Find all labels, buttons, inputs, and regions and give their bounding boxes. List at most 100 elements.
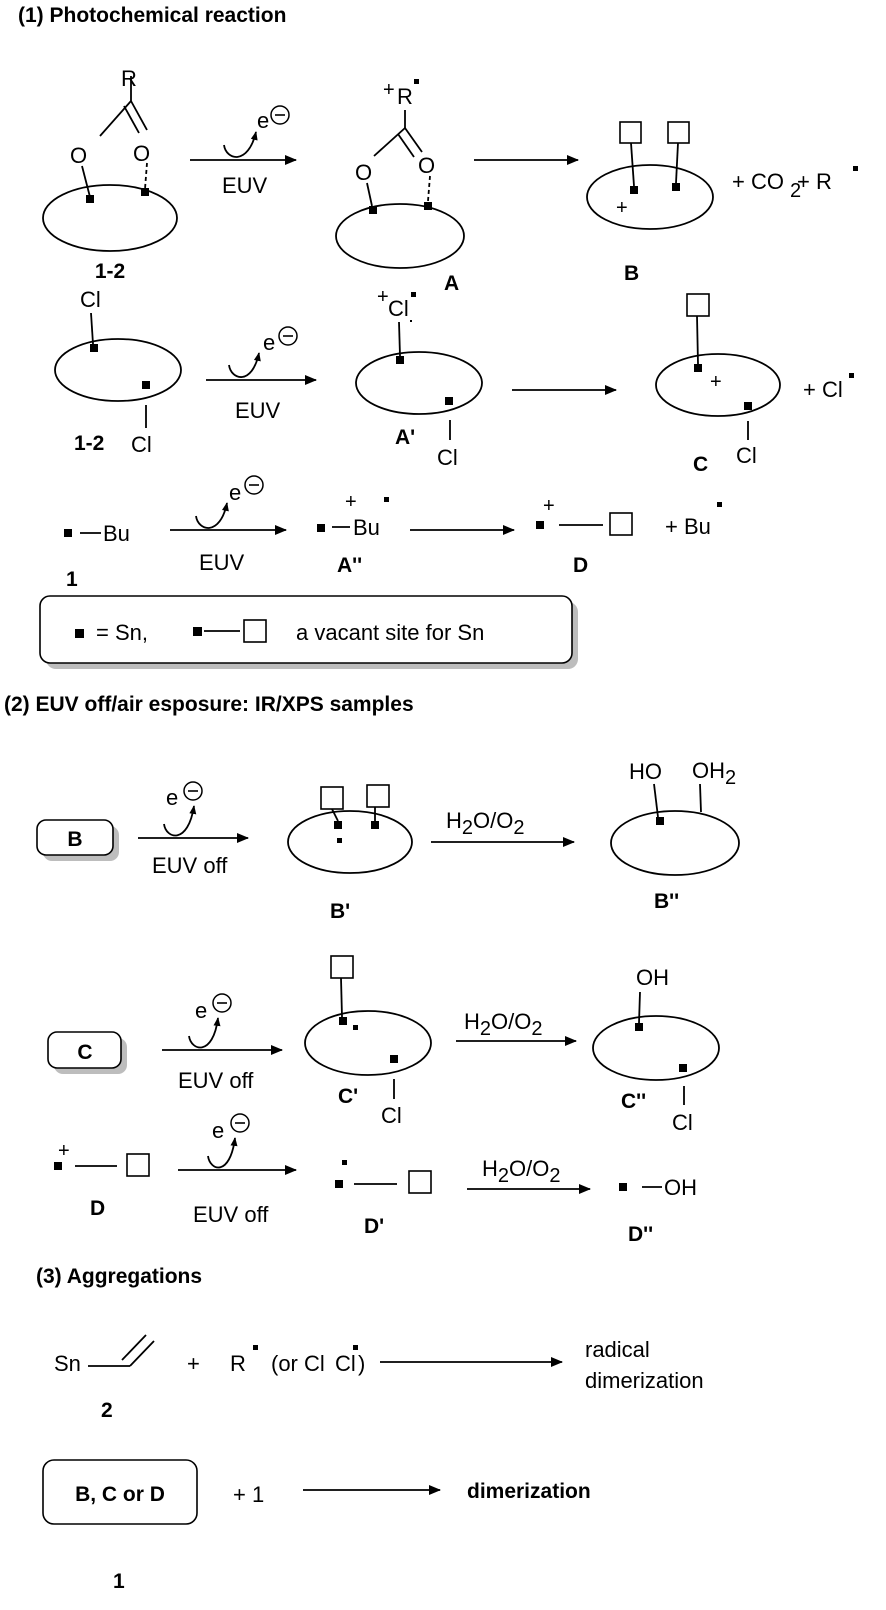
radical-reagent: R (or Cl Cl ) bbox=[230, 1345, 365, 1376]
euv-off-label: EUV off bbox=[178, 1068, 254, 1093]
sn-site bbox=[317, 524, 325, 532]
sn-site bbox=[445, 397, 453, 405]
sn-site bbox=[694, 364, 702, 372]
sn-site bbox=[54, 1162, 62, 1170]
radical-dot bbox=[414, 79, 419, 84]
electron-minus-icon bbox=[270, 105, 290, 125]
radical-dot bbox=[353, 1025, 358, 1030]
euv-label: EUV bbox=[222, 173, 268, 198]
atom-cl-bottom: Cl bbox=[131, 432, 152, 457]
atom-o-left: O bbox=[70, 143, 87, 168]
sn-site bbox=[334, 821, 342, 829]
reaction-arrow-h2o-o2-d: H2O/O2 bbox=[467, 1156, 591, 1194]
product-c-double-prime: OH Cl bbox=[592, 965, 720, 1135]
radical-dot bbox=[253, 1345, 258, 1350]
sn-site bbox=[142, 381, 150, 389]
label-b-prime: B' bbox=[330, 900, 350, 923]
label-b-double-prime: B'' bbox=[654, 890, 679, 913]
sn-site bbox=[679, 1064, 687, 1072]
sn-site bbox=[744, 402, 752, 410]
electron-label: e bbox=[212, 1118, 224, 1143]
electron-label: e bbox=[263, 330, 275, 355]
oh-label: OH bbox=[636, 965, 669, 990]
euv-label: EUV bbox=[235, 398, 281, 423]
box-b-label: B bbox=[67, 828, 82, 851]
atom-cl-bottom: Cl bbox=[736, 443, 757, 468]
intermediate-b-prime bbox=[287, 784, 413, 874]
radical-dot bbox=[853, 166, 858, 171]
compound-1-2-carboxylate: R O O bbox=[42, 66, 178, 252]
plus-charge: + bbox=[383, 79, 395, 101]
radical-text: radical bbox=[585, 1337, 650, 1362]
sn-site bbox=[371, 821, 379, 829]
reaction-arrow-euv-1: e EUV bbox=[190, 105, 297, 198]
vacant-site bbox=[667, 121, 690, 144]
compound-2-vinyl-sn: Sn bbox=[54, 1334, 155, 1376]
sn-site bbox=[619, 1183, 627, 1191]
label-a: A bbox=[444, 272, 459, 295]
plus-sign: + bbox=[187, 1351, 200, 1376]
electron-minus-icon bbox=[230, 1113, 250, 1133]
atom-cl: Cl bbox=[388, 296, 409, 321]
sn-site bbox=[90, 344, 98, 352]
reagent-text: H2O/O2 bbox=[464, 1009, 542, 1040]
sn-site bbox=[630, 186, 638, 194]
label-1: 1 bbox=[66, 568, 78, 591]
radical-dot bbox=[384, 497, 389, 502]
legend-sn-text: = Sn, bbox=[96, 620, 148, 645]
atom-r: R bbox=[230, 1351, 246, 1376]
intermediate-a: R + O O bbox=[335, 79, 465, 269]
reaction-arrow-h2o-o2-c: H2O/O2 bbox=[456, 1009, 577, 1046]
sn-site bbox=[64, 529, 72, 537]
reaction-arrow-euv-2: e EUV bbox=[206, 326, 317, 423]
ho-label: HO bbox=[629, 759, 662, 784]
vacant-site bbox=[366, 784, 390, 808]
sn-site bbox=[141, 188, 149, 196]
product-b-double-prime: HO OH2 bbox=[610, 758, 740, 876]
sn-site bbox=[390, 1055, 398, 1063]
reaction-arrow-euv-off-b: e EUV off bbox=[138, 781, 249, 878]
intermediate-a-double-prime: Bu + bbox=[317, 491, 389, 540]
plus-charge: + bbox=[377, 286, 389, 308]
label-d-row2: D bbox=[90, 1197, 105, 1220]
vacant-site bbox=[320, 786, 344, 810]
co2-text: + CO bbox=[732, 169, 784, 194]
section-1-title: (1) Photochemical reaction bbox=[18, 4, 286, 27]
radical-dot bbox=[342, 1160, 347, 1165]
atom-bu: Bu bbox=[103, 521, 130, 546]
vacant-site bbox=[126, 1153, 150, 1177]
plus-one-text: + 1 bbox=[233, 1482, 264, 1507]
legend-vacant-text: a vacant site for Sn bbox=[296, 620, 484, 645]
label-2: 2 bbox=[101, 1399, 113, 1422]
section-2-title: (2) EUV off/air esposure: IR/XPS samples bbox=[4, 693, 414, 716]
electron-minus-icon bbox=[244, 475, 264, 495]
byproduct-cl-radical: + Cl bbox=[803, 373, 854, 402]
sn-site bbox=[424, 202, 432, 210]
radical-dot bbox=[849, 373, 854, 378]
intermediate-c: + Cl bbox=[655, 293, 781, 468]
label-b: B bbox=[624, 262, 639, 285]
intermediate-d: + bbox=[536, 495, 633, 536]
vacant-site bbox=[619, 121, 642, 144]
legend-box: = Sn, a vacant site for Sn bbox=[39, 595, 578, 669]
label-1-2-b: 1-2 bbox=[74, 432, 104, 455]
electron-minus-icon bbox=[183, 781, 203, 801]
plus-charge: + bbox=[543, 495, 555, 517]
reagent-text: H2O/O2 bbox=[446, 808, 524, 839]
radical-dot bbox=[717, 502, 722, 507]
reaction-arrow-euv-off-d: e EUV off bbox=[178, 1113, 297, 1227]
electron-label: e bbox=[166, 785, 178, 810]
box-bcd: B, C or D bbox=[42, 1459, 198, 1525]
electron-label: e bbox=[229, 480, 241, 505]
reaction-arrow-h2o-o2-b: H2O/O2 bbox=[431, 808, 575, 847]
label-c: C bbox=[693, 453, 708, 476]
euv-label: EUV bbox=[199, 550, 245, 575]
plus-charge: + bbox=[58, 1140, 70, 1162]
radical-dot-small bbox=[410, 320, 412, 322]
electron-label: e bbox=[257, 108, 269, 133]
intermediate-d-start: + bbox=[54, 1140, 150, 1177]
plus-r-text: + R bbox=[797, 169, 832, 194]
atom-bu: Bu bbox=[353, 515, 380, 540]
